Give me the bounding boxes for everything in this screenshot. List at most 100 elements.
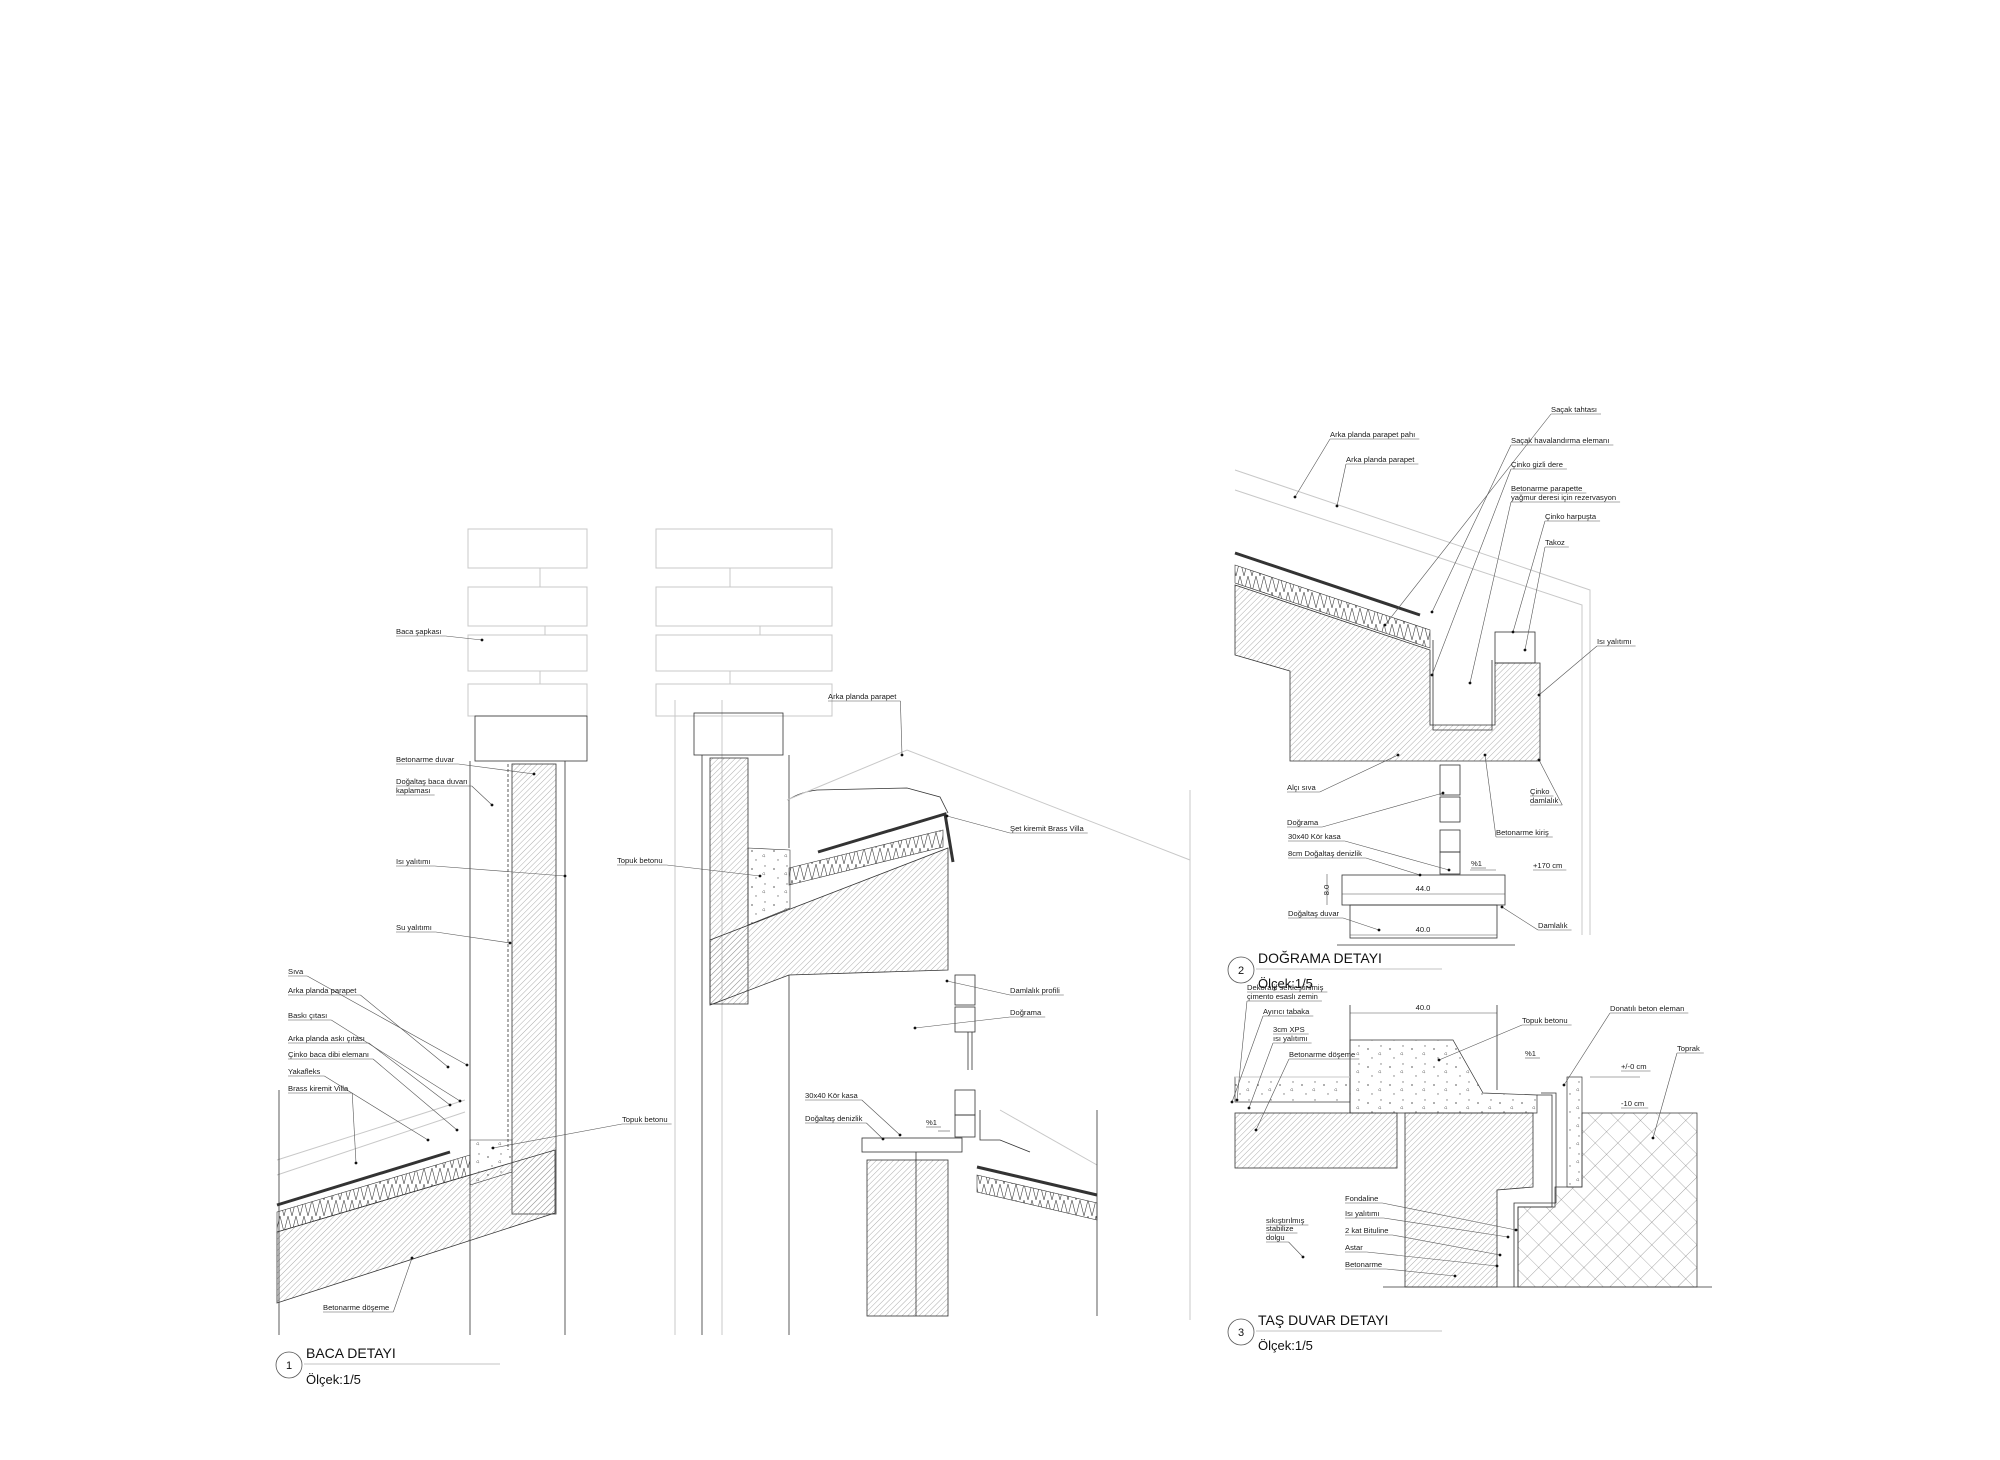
leader-dot bbox=[945, 814, 949, 818]
detail-number: 3 bbox=[1238, 1327, 1244, 1339]
leader-dot bbox=[1301, 1255, 1305, 1259]
leader-dot bbox=[1437, 1058, 1441, 1062]
leader-dot bbox=[900, 753, 904, 757]
leader-dot bbox=[458, 1099, 462, 1103]
leader-line bbox=[1383, 1217, 1509, 1238]
leader-dot bbox=[1483, 753, 1487, 757]
leader-line bbox=[1382, 1202, 1517, 1231]
annotation-label: Yakafleks bbox=[288, 1067, 321, 1076]
window-frame-1 bbox=[954, 974, 976, 1138]
leader-line bbox=[372, 1058, 458, 1131]
annotation-label: Çinko gizli dere bbox=[1511, 460, 1563, 469]
annotation-label: Su yalıtımı bbox=[396, 923, 432, 932]
annotation-label: Arka planda askı çıtası bbox=[288, 1034, 365, 1043]
leader-line bbox=[1294, 438, 1331, 498]
annotation-label: Dekoratif sertleştirilmiş bbox=[1247, 983, 1324, 992]
annotation-label: Arka planda parapet bbox=[288, 986, 357, 995]
annotation-label: Betonarme döşeme bbox=[323, 1303, 389, 1312]
annotation-label: 2 kat Bituline bbox=[1345, 1226, 1388, 1235]
detail-number-circle bbox=[1227, 956, 1255, 984]
detail-number: 2 bbox=[1238, 965, 1244, 977]
annotation-label: -10 cm bbox=[1621, 1099, 1644, 1108]
leader-line bbox=[1255, 1058, 1290, 1131]
leader-dot bbox=[881, 1137, 885, 1141]
detail-scale: Ölçek:1/5 bbox=[1258, 976, 1313, 991]
leader-dot bbox=[446, 1065, 450, 1069]
annotation-label: Ayırıcı tabaka bbox=[1263, 1007, 1310, 1016]
leader-line bbox=[445, 635, 483, 641]
leader-line bbox=[1336, 463, 1347, 507]
leader-line bbox=[1384, 413, 1552, 626]
title-block-1: 1 BACA DETAYI Ölçek:1/5 bbox=[275, 1345, 500, 1387]
leader-line bbox=[866, 1122, 884, 1140]
annotation-label: +170 cm bbox=[1533, 861, 1562, 870]
annotation-label: yağmur deresi için rezervasyon bbox=[1511, 493, 1616, 502]
leader-dot bbox=[563, 874, 567, 878]
leader-dot bbox=[913, 1026, 917, 1030]
leader-dot bbox=[1230, 1100, 1234, 1104]
leader-dot bbox=[1377, 928, 1381, 932]
annotation-label: Çinko baca dibi elemanı bbox=[288, 1050, 369, 1059]
leader-line bbox=[1366, 1251, 1498, 1267]
leader-dot bbox=[1506, 1235, 1510, 1239]
dimension-text: 44.0 bbox=[1416, 884, 1431, 893]
title-block-3: 3 TAŞ DUVAR DETAYI Ölçek:1/5 bbox=[1227, 1312, 1442, 1353]
annotation-label: Topuk betonu bbox=[1522, 1016, 1568, 1025]
leader-line bbox=[1431, 444, 1512, 613]
leader-dot bbox=[945, 979, 949, 983]
leader-dot bbox=[1651, 1136, 1655, 1140]
annotation-label: damlalık bbox=[1530, 796, 1558, 805]
detail-title: TAŞ DUVAR DETAYI bbox=[1258, 1312, 1388, 1328]
annotation-label: Fondaline bbox=[1345, 1194, 1378, 1203]
annotation-label: Şet kiremit Brass Villa bbox=[1010, 824, 1084, 833]
leader-line bbox=[1469, 501, 1512, 684]
annotation-label: Isı yalıtımı bbox=[1345, 1209, 1380, 1218]
leader-line bbox=[368, 1042, 451, 1106]
annotation-label: Saçak tahtası bbox=[1551, 405, 1597, 414]
detail-title: DOĞRAMA DETAYI bbox=[1258, 950, 1382, 966]
detail-number: 1 bbox=[286, 1360, 292, 1372]
annotation-label: Topuk betonu bbox=[622, 1115, 668, 1124]
leader-line bbox=[666, 864, 761, 877]
leader-line bbox=[1538, 645, 1598, 696]
leader-dot bbox=[1335, 504, 1339, 508]
annotation-label: dolgu bbox=[1266, 1233, 1285, 1242]
leader-dot bbox=[1293, 495, 1297, 499]
annotation-label: Donatılı beton eleman bbox=[1610, 1004, 1684, 1013]
annotation-label: Damlalık profili bbox=[1010, 986, 1060, 995]
leader-line bbox=[471, 785, 493, 806]
annotation-label: çimento esaslı zemin bbox=[1247, 992, 1318, 1001]
annotation-label: Betonarme parapette bbox=[1511, 484, 1582, 493]
leader-line bbox=[1563, 1012, 1611, 1086]
leader-line bbox=[1512, 520, 1546, 633]
leader-dot bbox=[1418, 873, 1422, 877]
leader-line bbox=[492, 1123, 623, 1149]
leader-dot bbox=[1498, 1253, 1502, 1257]
leader-dot bbox=[1383, 623, 1387, 627]
leader-dot bbox=[1430, 610, 1434, 614]
leader-line bbox=[1319, 754, 1399, 793]
leader-line bbox=[1392, 1234, 1501, 1256]
annotation-label: Alçı sıva bbox=[1287, 783, 1316, 792]
annotation-label: Arka planda parapet bbox=[828, 692, 897, 701]
annotation-label: Betonarme döşeme bbox=[1289, 1050, 1355, 1059]
annotation-label: %1 bbox=[1525, 1049, 1536, 1058]
leader-line bbox=[1524, 546, 1546, 651]
leader-line bbox=[1386, 1268, 1456, 1277]
detail-1-geometry bbox=[276, 528, 1191, 1335]
annotation-label: %1 bbox=[1471, 859, 1482, 868]
leader-line bbox=[861, 1099, 901, 1136]
annotation-label: Çinko harpuşta bbox=[1545, 512, 1597, 521]
leader-line bbox=[434, 865, 566, 877]
annotation-label: +/-0 cm bbox=[1621, 1062, 1647, 1071]
leader-line bbox=[946, 815, 1011, 834]
leader-dot bbox=[1235, 1098, 1239, 1102]
leader-dot bbox=[455, 1128, 459, 1132]
leader-dot bbox=[1537, 758, 1541, 762]
annotation-label: 30x40 Kör kasa bbox=[805, 1091, 859, 1100]
leader-line bbox=[1344, 840, 1450, 871]
leader-line bbox=[1438, 1024, 1523, 1061]
leader-dot bbox=[465, 1063, 469, 1067]
